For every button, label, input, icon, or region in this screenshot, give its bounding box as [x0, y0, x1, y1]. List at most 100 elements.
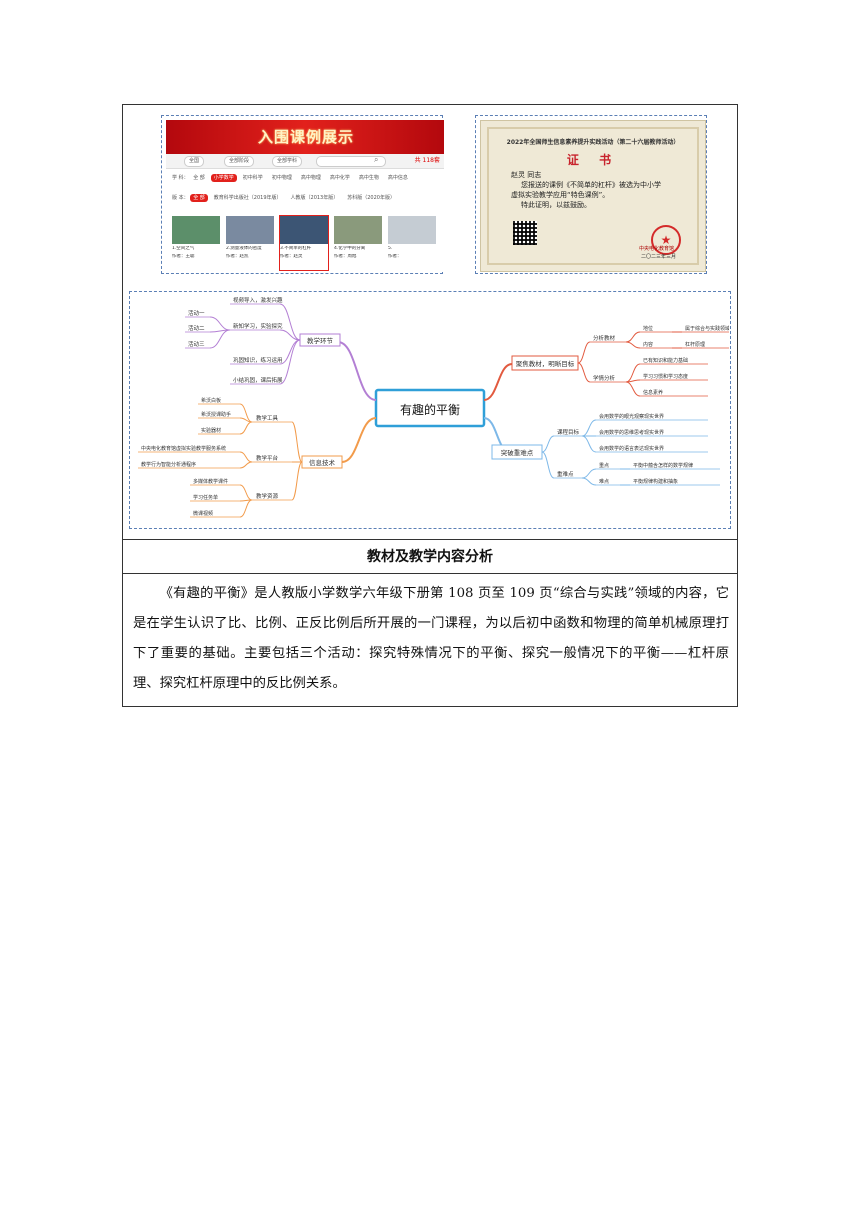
node-step-label: 视频导入，激发兴趣	[233, 296, 283, 304]
branch-line	[625, 363, 641, 383]
node-activity-label: 活动二	[188, 324, 205, 332]
version-chip[interactable]: 全 部	[190, 194, 208, 202]
branch-line	[577, 341, 591, 364]
lesson-author: 作者：	[388, 254, 402, 259]
node-detail-label: 重点	[599, 462, 609, 469]
version-filter: 版 本： 全 部教育科学出版社（2019年版）人教版（2013年版）苏科版（20…	[172, 194, 401, 202]
node-leaf-label: 中央电化教育馆虚拟实验教学服务系统	[141, 445, 226, 452]
content-table: 入围课例展示 全国 全部阶段 全部学科 ⌕ 共 118套 学 科： 全 部小学数…	[122, 104, 740, 707]
lesson-card[interactable]: 2.测量液体的密度作者：赵凯	[226, 216, 274, 270]
node-detail-label: 学习习惯和学习态度	[643, 373, 688, 380]
certificate-line-3: 特此证明，以兹鼓励。	[521, 201, 591, 209]
branch-line	[291, 461, 303, 501]
version-chip[interactable]: 人教版（2013年版）	[290, 195, 339, 201]
node-activity-label: 活动三	[188, 340, 205, 348]
branch-line	[625, 381, 641, 397]
branch-line	[541, 435, 555, 453]
subject-chip[interactable]: 高中化学	[329, 175, 350, 181]
subject-chip[interactable]: 小学数学	[210, 174, 237, 182]
branch-line	[279, 329, 301, 341]
image-row: 入围课例展示 全国 全部阶段 全部学科 ⌕ 共 118套 学 科： 全 部小学数…	[123, 105, 740, 540]
certificate-issuer: 中央电化教育馆	[639, 246, 675, 252]
node-detail-label: 内容	[643, 341, 653, 348]
node-key-points-label: 突破重难点	[501, 448, 534, 457]
node-step-label: 小结巩固，课后拓展	[233, 376, 283, 384]
node-detail-label: 会用数学的思维思考现实世界	[599, 429, 664, 436]
node-leaf-label: 属于综合与实践领域	[685, 325, 729, 332]
node-leaf-label: 希沃白板	[201, 397, 221, 404]
showcase-banner: 入围课例展示	[166, 120, 444, 154]
subject-chip[interactable]: 全 部	[193, 175, 205, 181]
branch-line	[239, 451, 253, 463]
search-input[interactable]	[316, 156, 386, 167]
node-leaf-label: 平衡规律构建和抽象	[633, 478, 678, 485]
showcase-screenshot: 入围课例展示 全国 全部阶段 全部学科 ⌕ 共 118套 学 科： 全 部小学数…	[166, 120, 444, 272]
node-analysis-label: 学情分析	[593, 374, 616, 382]
branch-line	[581, 468, 597, 479]
lesson-title: 3.不简单的杠杆	[280, 246, 312, 251]
node-info-tech-label: 信息技术	[309, 458, 336, 467]
branch-line	[279, 339, 301, 385]
search-bar: 全国 全部阶段 全部学科 ⌕ 共 118套	[166, 154, 444, 169]
certificate-heading: 2022年全国师生信息素养提升实践活动（第二十六届教师活动）	[506, 139, 680, 146]
node-leaf-label: 平衡中蕴含怎样的数学规律	[633, 462, 693, 469]
certificate-title: 证 书	[566, 153, 620, 167]
branch-line	[291, 421, 303, 463]
stage-select[interactable]: 全部阶段	[224, 156, 255, 167]
node-leaf-label: 微课视频	[193, 510, 213, 517]
lesson-thumbnail	[280, 216, 328, 244]
region-select[interactable]: 全国	[184, 156, 205, 167]
lesson-card[interactable]: 1.空间之气作者：王聪	[172, 216, 220, 270]
node-leaf-label: 多媒体教学课件	[193, 478, 228, 485]
branch-line	[209, 329, 231, 349]
node-leaf-label: 希沃授课助手	[201, 411, 231, 418]
lesson-title: 2.测量液体的密度	[226, 246, 262, 251]
certificate: 2022年全国师生信息素养提升实践活动（第二十六届教师活动） 证 书 赵灵 同志…	[480, 120, 706, 272]
branch-line	[341, 417, 377, 463]
lesson-author: 作者：周旭	[334, 254, 357, 259]
branch-line	[337, 341, 377, 401]
branch-line	[239, 403, 253, 423]
certificate-recipient: 赵灵 同志	[511, 171, 542, 179]
subject-chip[interactable]: 初中物理	[271, 175, 292, 181]
search-icon[interactable]: ⌕	[374, 155, 379, 164]
lesson-card[interactable]: 5.作者：	[388, 216, 436, 270]
branch-line	[239, 421, 253, 435]
branch-line	[625, 331, 641, 343]
section-body: 《有趣的平衡》是人教版小学数学六年级下册第 108 页至 109 页“综合与实践…	[133, 586, 729, 691]
node-teaching-steps-label: 教学环节	[307, 336, 334, 345]
version-chip[interactable]: 苏科版（2020年版）	[347, 195, 395, 201]
subject-chip[interactable]: 高中物理	[300, 175, 321, 181]
branch-line	[577, 362, 591, 383]
subject-chip[interactable]: 初中科学	[242, 175, 263, 181]
node-goal-label: 课程目标	[557, 428, 580, 436]
subject-chip[interactable]: 高中生物	[358, 175, 379, 181]
lesson-card[interactable]: 4.化学中的分离作者：周旭	[334, 216, 382, 270]
node-detail-label: 地位	[643, 325, 653, 332]
certificate-date: 二〇二三年三月	[641, 254, 677, 260]
node-activity-label: 活动一	[188, 309, 205, 317]
branch-line	[209, 316, 231, 331]
node-focus-textbook-label: 聚焦教材，明晰目标	[516, 359, 575, 368]
version-chip[interactable]: 教育科学出版社（2019年版）	[213, 195, 282, 201]
result-count: 共 118套	[414, 157, 440, 164]
branch-line	[625, 341, 641, 349]
node-detail-label: 难点	[599, 478, 609, 485]
node-analysis-label: 分析教材	[593, 334, 616, 342]
subject-chip[interactable]: 高中信息	[387, 175, 408, 181]
branch-line	[239, 417, 253, 423]
center-node-label: 有趣的平衡	[400, 402, 460, 417]
node-tool-label: 教学平台	[256, 454, 279, 462]
lesson-author: 作者：王聪	[172, 254, 195, 259]
certificate-border	[487, 127, 699, 265]
node-leaf-label: 杠杆原理	[685, 341, 705, 348]
certificate-line-2: 虚拟实验教学应用“特色课例”。	[511, 191, 610, 199]
branch-line	[581, 419, 597, 437]
certificate-line-1: 您报送的课例《不简单的杠杆》被选为中小学	[521, 181, 661, 189]
section-body-cell: 《有趣的平衡》是人教版小学数学六年级下册第 108 页至 109 页“综合与实践…	[123, 573, 737, 707]
lesson-card[interactable]: 3.不简单的杠杆作者：赵灵	[279, 215, 329, 271]
branch-line	[239, 499, 253, 518]
subject-select[interactable]: 全部学科	[272, 156, 303, 167]
lesson-thumbnail	[226, 216, 274, 244]
official-seal-icon: ★	[651, 225, 681, 255]
